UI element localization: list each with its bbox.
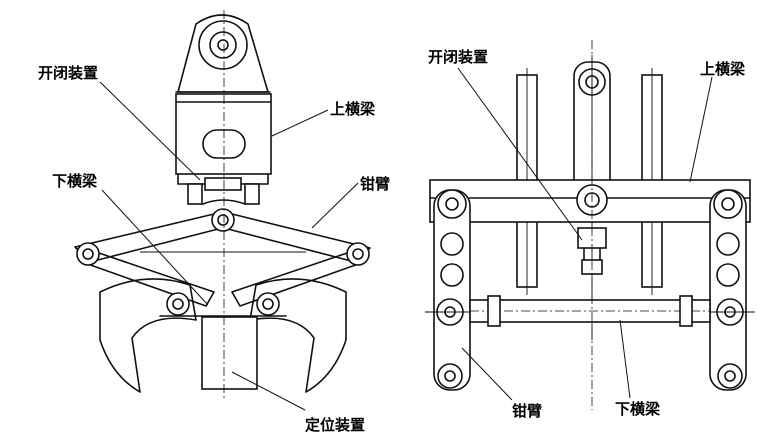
- guide-rods: [516, 68, 663, 295]
- right-view: [425, 40, 755, 410]
- labels: 开闭装置 上横梁 下横梁 钳臂 定位装置 开闭装置 上横梁 钳臂 下横梁: [38, 48, 746, 434]
- label-tong-arm-left: 钳臂: [360, 175, 390, 193]
- left-view: [74, 10, 371, 400]
- lower-beam-right: [469, 295, 711, 327]
- upper-beam-body: [175, 93, 272, 205]
- label-opening-device-right: 开闭装置: [428, 48, 488, 66]
- label-positioning-device: 定位装置: [305, 416, 365, 434]
- label-opening-device-left: 开闭装置: [38, 64, 98, 82]
- upper-beam-right: [429, 179, 751, 223]
- label-upper-beam-left: 上横梁: [330, 100, 376, 118]
- label-tong-arm-right: 钳臂: [512, 402, 542, 420]
- tong-jaws: [99, 278, 347, 393]
- right-side-arm: [705, 189, 755, 391]
- left-side-arm: [425, 189, 475, 391]
- positioning-block: [201, 316, 258, 390]
- label-lower-beam-right: 下横梁: [615, 400, 661, 418]
- label-upper-beam-right: 上横梁: [700, 60, 746, 78]
- tong-arm-linkage: [74, 208, 371, 307]
- lifting-eye: [175, 14, 271, 93]
- leader-lines: [99, 67, 713, 411]
- label-lower-beam-left: 下横梁: [52, 172, 98, 190]
